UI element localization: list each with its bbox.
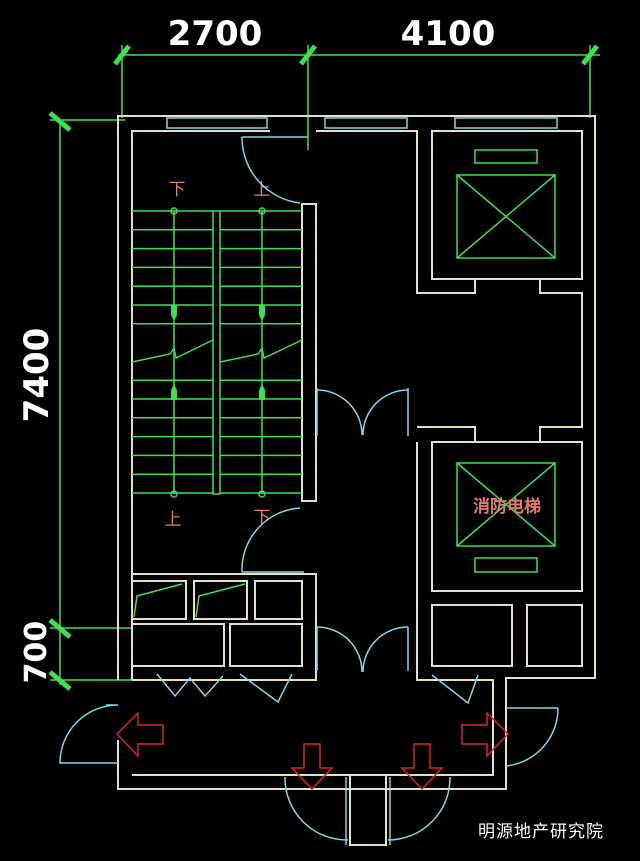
fire-elevator-label: 消防电梯	[473, 496, 541, 517]
dim-4100: 4100	[401, 14, 496, 54]
dim-700: 700	[19, 621, 54, 684]
walls	[117, 115, 596, 846]
stairs	[131, 207, 303, 498]
stair-label-down-bottom: 下	[254, 508, 271, 528]
arrow-right-icon	[461, 711, 510, 758]
fire-elevator	[456, 462, 556, 573]
dim-7400: 7400	[17, 328, 57, 423]
arrow-left-icon	[115, 711, 164, 758]
evacuation-arrows	[115, 711, 510, 791]
windows	[166, 117, 558, 129]
doors	[59, 136, 559, 845]
arrow-down-icon	[290, 743, 334, 791]
elevator-1	[456, 149, 556, 259]
arrow-down-icon	[400, 743, 444, 791]
dim-2700: 2700	[168, 14, 263, 54]
stair-label-up-bottom: 上	[165, 510, 182, 530]
stair-label-up-top: 上	[254, 180, 271, 200]
shaft-marks	[133, 583, 246, 618]
dimension-lines	[48, 44, 600, 691]
stair-label-down-top: 下	[169, 180, 186, 200]
watermark: 明源地产研究院	[478, 822, 604, 842]
